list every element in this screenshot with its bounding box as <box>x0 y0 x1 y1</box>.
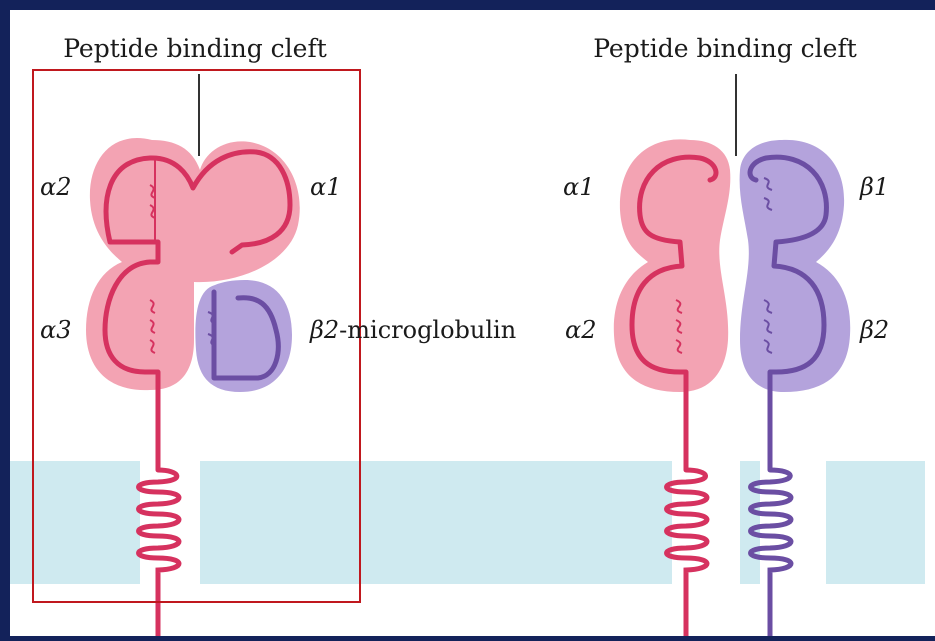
domain-label-a1-right: α1 <box>563 173 594 201</box>
domain-label-a2-left: α2 <box>40 173 71 201</box>
domain-label-a2-right: α2 <box>565 316 596 344</box>
cleft-label-right: Peptide binding cleft <box>593 34 857 63</box>
domain-label-b2-right: β2 <box>859 316 889 344</box>
beta2-microglobulin-label: β2-microglobulin <box>309 316 516 344</box>
beta2-suffix: -microglobulin <box>339 316 516 344</box>
domain-label-b1-right: β1 <box>859 173 889 201</box>
domain-label-a1-left: α1 <box>310 173 341 201</box>
beta2-prefix: β2 <box>309 316 339 344</box>
domain-label-a3-left: α3 <box>40 316 71 344</box>
cleft-label-left: Peptide binding cleft <box>63 34 327 63</box>
